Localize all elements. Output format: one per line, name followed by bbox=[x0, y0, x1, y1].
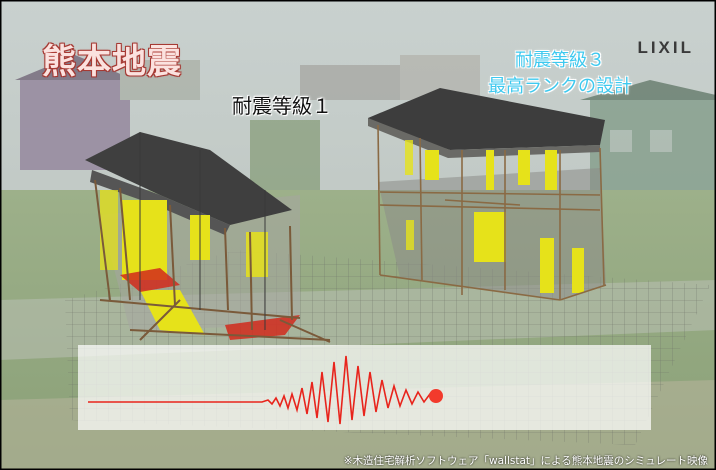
label-grade-3-line1: 耐震等級３ bbox=[515, 50, 605, 71]
seismograph-panel bbox=[78, 345, 651, 430]
background-houses bbox=[15, 55, 716, 230]
house-frame-standing bbox=[368, 88, 607, 301]
label-grade-3-line2: 最高ランクの設計 bbox=[488, 76, 632, 97]
label-seismic-grade-1: 耐震等級１ bbox=[232, 94, 332, 118]
seismograph-wave bbox=[88, 355, 437, 425]
source-caption: ※木造住宅解析ソフトウェア「wallstat」による熊本地震のシミュレート映像 bbox=[343, 455, 708, 467]
label-seismic-grade-3: 耐震等級３ 最高ランクの設計 bbox=[488, 48, 632, 100]
house-frame-collapsed bbox=[85, 132, 331, 343]
lixil-logo: LIXIL bbox=[637, 38, 694, 57]
page-title: 熊本地震 bbox=[42, 42, 182, 82]
seismograph-pen-dot bbox=[429, 389, 443, 403]
